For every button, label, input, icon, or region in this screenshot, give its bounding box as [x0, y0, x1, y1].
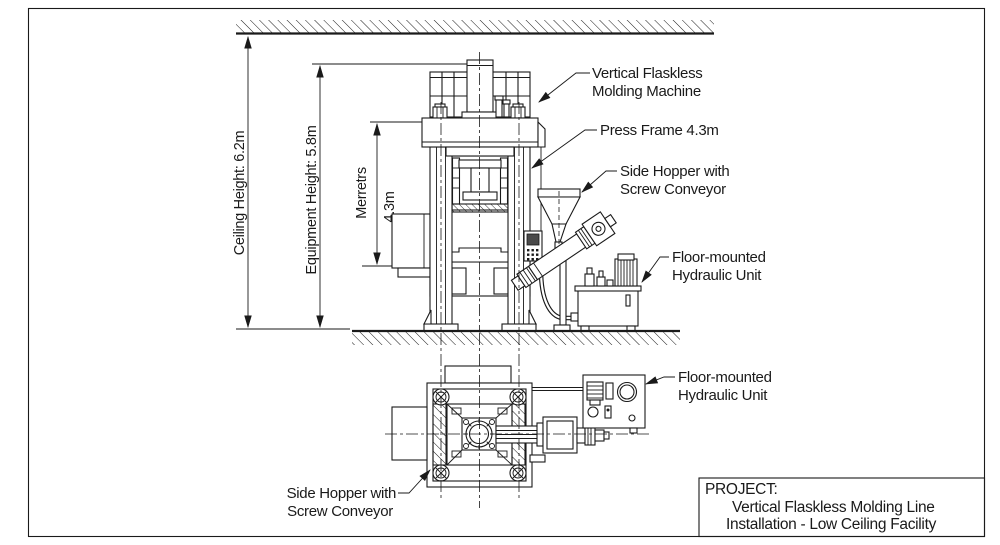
ceiling-height-dimension: Ceiling Height: 6.2m	[232, 35, 252, 329]
callout-molding-machine: Vertical Flaskless Molding Machine	[538, 65, 703, 103]
callout-side-hopper-plan: Side Hopper with Screw Conveyor	[287, 469, 431, 520]
side-hopper-label-line2: Screw Conveyor	[620, 181, 726, 198]
conveyor-plan-view	[495, 416, 610, 463]
title-block: PROJECT: Vertical Flaskless Molding Line…	[698, 477, 986, 538]
side-hopper-plan-label-line2: Screw Conveyor	[287, 503, 393, 520]
bolt-circle-ticks	[464, 419, 494, 449]
ceiling-hatch	[236, 20, 714, 35]
molding-machine-label-line1: Vertical Flaskless	[592, 65, 702, 82]
callout-press-frame: Press Frame 4.3m	[531, 122, 719, 169]
molding-machine-label-line2: Molding Machine	[592, 83, 701, 100]
equipment-height-dimension: Equipment Height: 5.8m	[236, 63, 468, 330]
callout-hydraulic-elevation: Floor-mounted Hydraulic Unit	[641, 249, 766, 284]
callout-side-hopper: Side Hopper with Screw Conveyor	[581, 163, 730, 198]
centerlines	[385, 52, 652, 508]
hydraulic-plan-label-line1: Floor-mounted	[678, 369, 772, 386]
hydraulic-unit-plan-view	[532, 374, 646, 434]
hydraulic-unit-elevation	[570, 253, 642, 332]
side-hopper-label-line1: Side Hopper with	[620, 163, 729, 180]
hydraulic-plan-label-line2: Hydraulic Unit	[678, 387, 768, 404]
side-hopper-elevation	[537, 188, 581, 249]
control-panel-keypad	[527, 249, 539, 261]
frame-height-name: Merretrs	[354, 167, 370, 219]
project-line2: Installation - Low Ceiling Facility	[726, 516, 937, 533]
project-line1: Vertical Flaskless Molding Line	[732, 499, 935, 516]
side-hopper-plan-label-line1: Side Hopper with	[287, 485, 396, 502]
floor-hatch	[352, 329, 680, 345]
callout-hydraulic-plan: Floor-mounted Hydraulic Unit	[644, 369, 772, 404]
screw-conveyor-elevation	[510, 211, 617, 332]
press-frame-label: Press Frame 4.3m	[600, 122, 719, 139]
equipment-height-label: Equipment Height: 5.8m	[304, 125, 320, 274]
hydraulic-label-line1: Floor-mounted	[672, 249, 766, 266]
hydraulic-label-line2: Hydraulic Unit	[672, 267, 762, 284]
sheet-border	[27, 7, 986, 538]
project-label: PROJECT:	[705, 481, 778, 498]
ceiling-height-label: Ceiling Height: 6.2m	[232, 131, 248, 256]
frame-height-dimension: Merretrs 4.3m	[354, 121, 518, 267]
